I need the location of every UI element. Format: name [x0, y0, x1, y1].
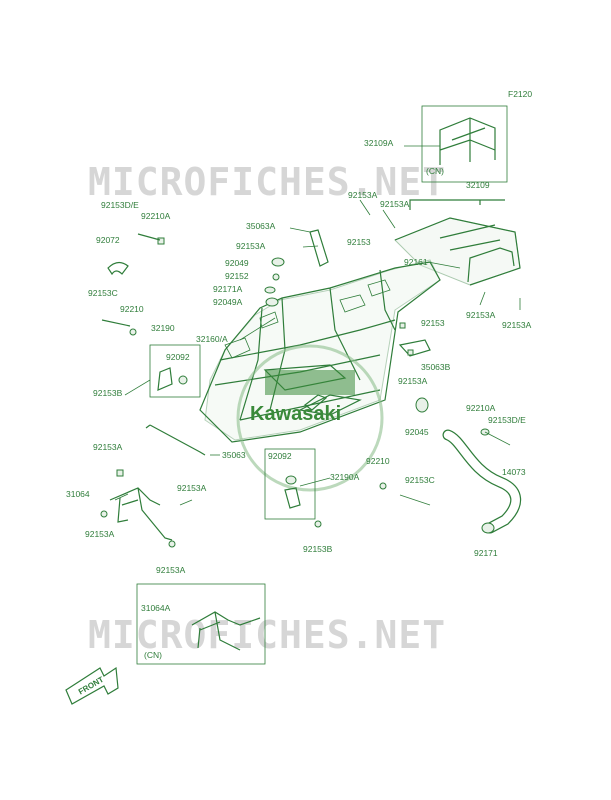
bracket-35063b [398, 322, 431, 357]
label-14073: 14073 [502, 467, 526, 477]
label-92045: 92045 [405, 427, 429, 437]
label-92153a: 92153A [502, 320, 532, 330]
label-92153a: 92153A [398, 376, 428, 386]
label-92153a: 92153A [348, 190, 378, 200]
label-92049a: 92049A [213, 297, 243, 307]
front-arrow-icon: FRONT [65, 666, 119, 705]
label-92171a: 92171A [213, 284, 243, 294]
label-92153b: 92153B [303, 544, 333, 554]
label-92153a: 92153A [93, 442, 123, 452]
label-31064: 31064 [66, 489, 90, 499]
label-92153a: 92153A [466, 310, 496, 320]
label-32190a: 32190A [330, 472, 360, 482]
footrest-bracket [100, 469, 176, 548]
label-92171: 92171 [474, 548, 498, 558]
label-92161: 92161 [404, 257, 428, 267]
small-parts-left [101, 233, 285, 336]
label-92153c: 92153C [88, 288, 118, 298]
label-32109a: 32109A [364, 138, 394, 148]
label-92153de: 92153D/E [101, 200, 139, 210]
label-92210: 92210 [120, 304, 144, 314]
grommet-92045 [415, 397, 429, 413]
watermark-top: MICROFICHES.NET [88, 160, 446, 204]
label-92153de: 92153D/E [488, 415, 526, 425]
label-92072: 92072 [96, 235, 120, 245]
label-92210a: 92210A [141, 211, 171, 221]
watermark-bottom: MICROFICHES.NET [88, 613, 446, 657]
cn-label-top: (CN) [426, 166, 444, 176]
label-92153a: 92153A [236, 241, 266, 251]
label-35063a: 35063A [246, 221, 276, 231]
inset-31064a: (CN) [136, 583, 266, 665]
label-31064a: 31064A [141, 603, 171, 613]
label-32160a: 32160/A [196, 334, 228, 344]
inset-32109a: (CN) [404, 105, 508, 183]
label-92153b: 92153B [93, 388, 123, 398]
label-92049: 92049 [225, 258, 249, 268]
hose-14073 [379, 428, 522, 534]
leader-lines [114, 199, 521, 506]
label-92152: 92152 [225, 271, 249, 281]
label-92153a: 92153A [380, 199, 410, 209]
figure-code: F2120 [508, 89, 532, 99]
label-92153a: 92153A [85, 529, 115, 539]
label-35063b: 35063B [421, 362, 451, 372]
label-92210a: 92210A [466, 403, 496, 413]
rear-carrier [394, 199, 521, 286]
kawasaki-logo: Kawasaki [236, 344, 384, 492]
inset-32190a [264, 448, 322, 528]
label-92153a: 92153A [177, 483, 207, 493]
label-35063: 35063 [222, 450, 246, 460]
logo-text: Kawasaki [250, 403, 341, 425]
part-labels: 32109A 32109 92153A 92153A 35063A 92153A… [66, 138, 532, 613]
label-32109: 32109 [466, 180, 490, 190]
label-92153: 92153 [347, 237, 371, 247]
cn-label-bottom: (CN) [144, 650, 162, 660]
label-92210: 92210 [366, 456, 390, 466]
bracket-35063a [289, 227, 329, 267]
label-92092: 92092 [268, 451, 292, 461]
inset-32190 [149, 344, 201, 398]
rod-35063 [145, 424, 206, 456]
label-92153: 92153 [421, 318, 445, 328]
label-92153a: 92153A [156, 565, 186, 575]
label-92092: 92092 [166, 352, 190, 362]
label-92153c: 92153C [405, 475, 435, 485]
label-32190: 32190 [151, 323, 175, 333]
